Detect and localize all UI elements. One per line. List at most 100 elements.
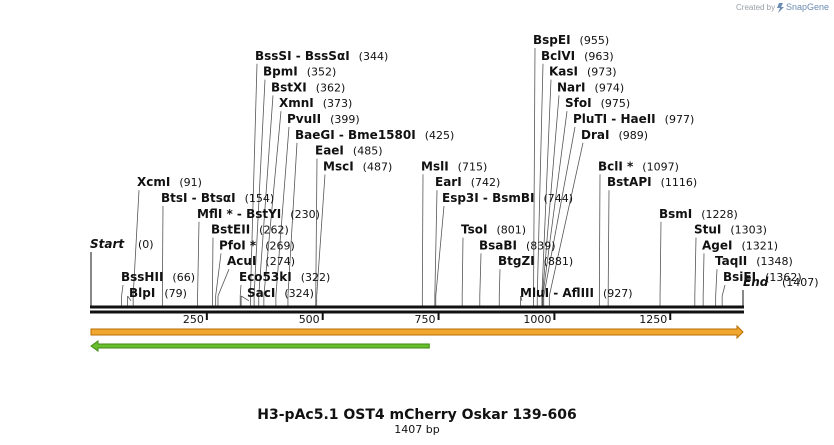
- site-position: (79): [164, 287, 187, 300]
- sequence-length: 1407 bp: [394, 423, 439, 436]
- site-connector: [607, 190, 610, 297]
- site-connector: [263, 111, 282, 297]
- site-name: BsaBI: [479, 238, 517, 252]
- site-bspei: BspEI(955): [533, 33, 609, 47]
- site-name: BstAPI: [607, 175, 652, 189]
- site-connector: [461, 237, 464, 297]
- site-connector: [543, 126, 576, 297]
- end-position: (1407): [782, 276, 819, 289]
- site-name: AcuI: [227, 254, 256, 268]
- site-connector: [240, 295, 250, 302]
- site-sfoi: SfoI(975): [565, 96, 630, 110]
- site-name: Eco53kI: [239, 270, 292, 284]
- site-mlui-afliii: MluI - AflIII(927): [520, 286, 633, 300]
- site-name: SacI: [247, 286, 275, 300]
- site-position: (973): [587, 66, 617, 79]
- tick-label: 1000: [523, 313, 551, 326]
- end-marker: End (1407): [742, 275, 819, 308]
- site-tsoi: TsoI(801): [461, 223, 526, 237]
- site-name: XmnI: [279, 96, 314, 110]
- site-acui: AcuI (274): [227, 254, 295, 268]
- site-connector: [542, 111, 568, 297]
- site-btgzi: BtgZI(881): [498, 254, 573, 268]
- site-position: (362): [316, 81, 346, 94]
- site-pluti-haeii: PluTI - HaeII(977): [573, 112, 694, 126]
- site-baegi-bme1580i: BaeGI - Bme1580I(425): [295, 128, 454, 142]
- site-connector: [258, 95, 274, 297]
- tick-label: 250: [183, 313, 204, 326]
- site-position: (262): [259, 224, 289, 237]
- site-position: (322): [301, 271, 331, 284]
- site-position: (1348): [756, 255, 793, 268]
- site-position: (742): [471, 176, 501, 189]
- site-connector: [702, 253, 705, 297]
- site-position: (989): [618, 129, 648, 142]
- start-label: Start: [90, 237, 125, 251]
- site-name: MslI: [421, 159, 449, 173]
- site-position: (955): [580, 34, 610, 47]
- site-stui: StuI(1303): [694, 223, 767, 237]
- site-connector: [316, 174, 326, 297]
- site-bsssi-bsss-i: BssSI - BssSαI(344): [255, 49, 388, 63]
- site-pfoi: PfoI * (269): [219, 238, 295, 252]
- site-name: PfoI *: [219, 238, 257, 252]
- site-position: (744): [543, 192, 573, 205]
- site-connector: [435, 205, 445, 297]
- tick-label: 750: [415, 313, 436, 326]
- site-name: BstEII: [211, 223, 250, 237]
- site-name: XcmI: [137, 175, 170, 189]
- site-position: (1362): [765, 271, 802, 284]
- site-nari: NarI(974): [557, 80, 624, 94]
- site-eco53ki: Eco53kI (322): [239, 270, 330, 284]
- site-name: BssSI - BssSαI: [255, 49, 350, 63]
- site-msci: MscI(487): [323, 159, 392, 173]
- credit-brand: SnapGene: [786, 2, 829, 12]
- site-name: BclI *: [598, 159, 634, 173]
- site-name: MflI * - BstYI: [197, 207, 281, 221]
- snapgene-logo-icon: [777, 3, 784, 13]
- site-name: PvuII: [287, 112, 321, 126]
- site-blpi: BlpI(79): [129, 286, 187, 300]
- site-position: (373): [323, 97, 353, 110]
- site-connector: [315, 158, 318, 297]
- site-position: (1303): [730, 224, 767, 237]
- site-name: AgeI: [702, 238, 732, 252]
- site-name: BssHII: [121, 270, 163, 284]
- site-position: (974): [595, 81, 625, 94]
- start-position: (0): [138, 238, 154, 251]
- site-agei: AgeI(1321): [702, 238, 778, 252]
- site-position: (963): [584, 50, 614, 63]
- site-connector: [541, 79, 552, 297]
- site-position: (975): [601, 97, 631, 110]
- site-position: (274): [265, 255, 295, 268]
- site-position: (977): [665, 113, 695, 126]
- site-xmni: XmnI (373): [279, 96, 352, 110]
- site-bpmi: BpmI(352): [263, 65, 336, 79]
- site-position: (1228): [701, 208, 738, 221]
- site-connector: [533, 47, 536, 297]
- site-mfli-bstyi: MflI * - BstYI(230): [197, 207, 320, 221]
- site-xcmi: XcmI(91): [137, 175, 202, 189]
- site-connector: [127, 295, 132, 302]
- site-name: TsoI: [461, 223, 487, 237]
- map-title-block: H3-pAc5.1 OST4 mCherry Oskar 139-606 140…: [257, 407, 576, 436]
- site-position: (66): [172, 271, 195, 284]
- site-name: BtgZI: [498, 254, 535, 268]
- site-position: (487): [363, 160, 393, 173]
- site-position: (1116): [661, 176, 698, 189]
- site-name: BtsI - BtsαI: [161, 191, 236, 205]
- site-name: BsiEI: [723, 270, 756, 284]
- site-connector: [212, 237, 214, 297]
- site-eaei: EaeI(485): [315, 144, 383, 158]
- feature-arrow-forward: [90, 324, 744, 340]
- start-marker: Start (0): [90, 237, 154, 308]
- site-position: (269): [265, 239, 295, 252]
- site-connector: [694, 237, 697, 297]
- site-connector: [479, 253, 482, 297]
- site-position: (1097): [642, 160, 679, 173]
- credit: Created by SnapGene: [736, 2, 829, 13]
- site-bclvi: BclVI(963): [541, 49, 614, 63]
- site-name: BpmI: [263, 65, 298, 79]
